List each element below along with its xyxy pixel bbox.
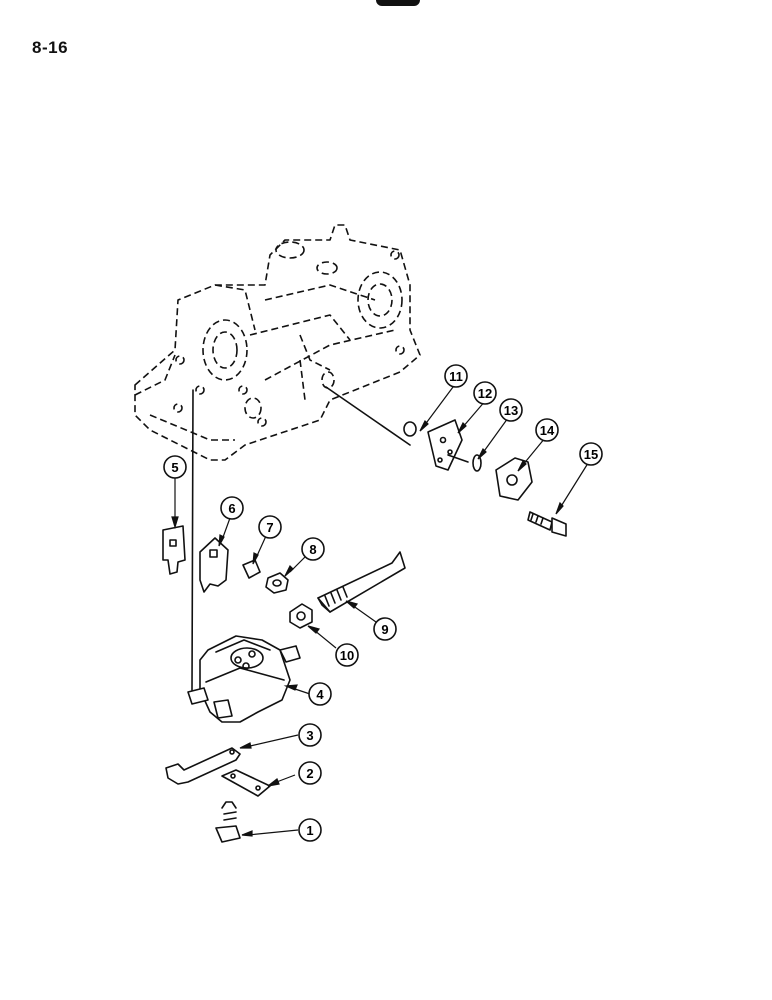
callout-11: 11 — [444, 364, 468, 388]
callout-label: 2 — [306, 766, 313, 781]
callout-label: 10 — [340, 648, 354, 663]
callout-14: 14 — [535, 418, 559, 442]
bracket-part-5 — [162, 525, 186, 575]
callout-1: 1 — [298, 818, 322, 842]
o-ring-part-11 — [403, 421, 417, 437]
strap-part-3 — [165, 747, 241, 785]
callout-label: 4 — [316, 687, 324, 702]
callout-label: 3 — [306, 728, 313, 743]
callout-12: 12 — [473, 381, 497, 405]
nut-part-8 — [265, 572, 289, 594]
callout-7: 7 — [258, 515, 282, 539]
callout-label: 12 — [478, 386, 492, 401]
port-line — [325, 386, 411, 446]
callout-9: 9 — [373, 617, 397, 641]
housing-outline — [134, 224, 421, 461]
flange-part-14 — [495, 457, 533, 501]
spool-part-9 — [317, 551, 406, 613]
clip-part-7 — [242, 559, 261, 579]
plate-part-2 — [221, 769, 271, 797]
plate-part-12 — [427, 419, 463, 471]
callout-15: 15 — [579, 442, 603, 466]
page-number: 8-16 — [32, 38, 69, 57]
cam-plate-part-6 — [199, 537, 229, 593]
callout-label: 14 — [540, 423, 555, 438]
callout-13: 13 — [499, 398, 523, 422]
mounting-line — [191, 389, 194, 691]
leader-lines — [171, 382, 591, 837]
bolt-part-15 — [527, 511, 567, 537]
callout-label: 11 — [449, 369, 463, 384]
callout-10: 10 — [335, 643, 359, 667]
valve-body-part-4 — [187, 635, 301, 723]
callout-5: 5 — [163, 455, 187, 479]
callout-3: 3 — [298, 723, 322, 747]
callout-label: 5 — [171, 460, 178, 475]
callout-label: 9 — [381, 622, 388, 637]
callout-2: 2 — [298, 761, 322, 785]
top-page-mark — [376, 0, 420, 6]
callout-label: 13 — [504, 403, 518, 418]
callout-6: 6 — [220, 496, 244, 520]
nut-part-10 — [289, 603, 313, 629]
callout-4: 4 — [308, 682, 332, 706]
callout-label: 1 — [306, 823, 313, 838]
bolt-part-1 — [215, 801, 241, 843]
callout-label: 8 — [309, 542, 316, 557]
callout-label: 7 — [266, 520, 273, 535]
seal-part-13 — [472, 454, 482, 472]
callout-label: 6 — [228, 501, 235, 516]
callout-label: 15 — [584, 447, 598, 462]
callout-8: 8 — [301, 537, 325, 561]
